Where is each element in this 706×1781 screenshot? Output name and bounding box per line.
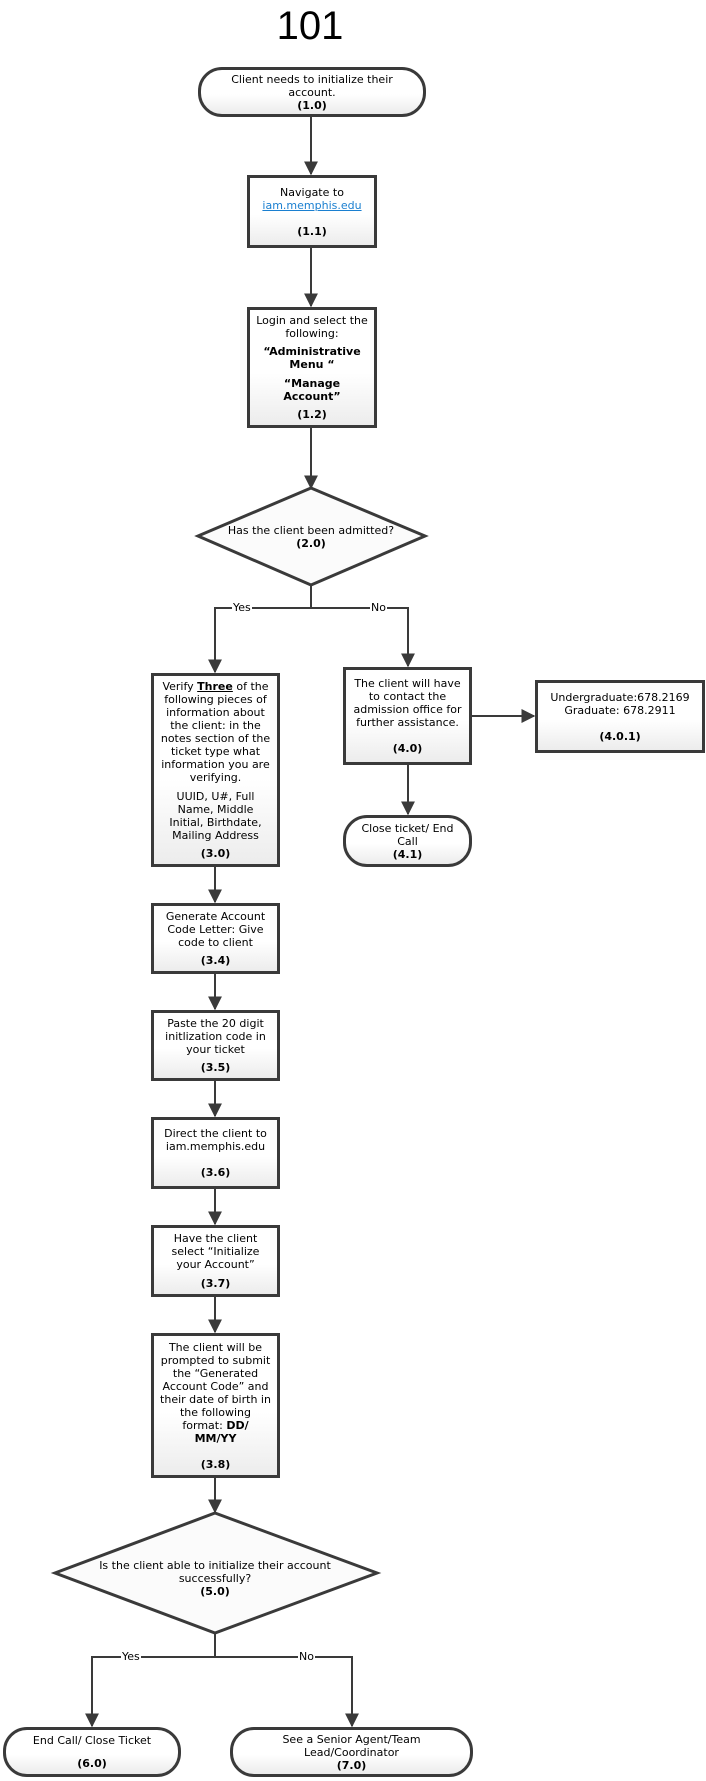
process-node-3-7: Have the client select “Initialize your … [151, 1225, 280, 1297]
process-node-3-6: Direct the client to iam.memphis.edu (3.… [151, 1117, 280, 1189]
decision-node-5-0: Is the client able to initialize their a… [95, 1548, 335, 1608]
node-id: (4.1) [392, 847, 423, 861]
process-node-3-8: The client will be prompted to submit th… [151, 1333, 280, 1478]
node-text: of the following pieces of information a… [160, 680, 271, 784]
node-id: (1.1) [297, 224, 327, 238]
process-node-1-2: Login and select the following: “Adminis… [247, 307, 377, 428]
node-id: (3.6) [200, 1166, 231, 1179]
node-text: Close ticket/ End Call [361, 821, 454, 848]
node-id: (2.0) [296, 537, 326, 550]
diagram-title: 101 [276, 4, 344, 48]
node-id: (7.0) [336, 1758, 367, 1772]
node-id: (3.4) [200, 954, 231, 967]
emphasis-three: Three [197, 680, 233, 693]
end-node-6-0: End Call/ Close Ticket (6.0) [3, 1727, 181, 1777]
node-text: Navigate to [280, 185, 344, 199]
node-id: (1.0) [297, 98, 327, 112]
process-node-3-5: Paste the 20 digit initlization code in … [151, 1010, 280, 1081]
node-id: (6.0) [77, 1757, 107, 1770]
node-text: Client needs to initialize their account… [231, 72, 393, 99]
node-text: The client will have to contact the admi… [353, 677, 462, 729]
node-text: Login and select the following: [256, 314, 368, 340]
node-text: Generate Account Code Letter: Give code … [165, 910, 266, 949]
node-text: The client will be prompted to submit th… [160, 1340, 271, 1432]
iam-memphis-link[interactable]: iam.memphis.edu [262, 198, 362, 212]
process-node-3-4: Generate Account Code Letter: Give code … [151, 903, 280, 974]
process-node-3-0: Verify Three of the following pieces of … [151, 673, 280, 867]
process-node-4-0: The client will have to contact the admi… [343, 667, 472, 765]
node-id: (3.8) [200, 1457, 231, 1471]
prompt-instructions: The client will be prompted to submit th… [160, 1341, 271, 1445]
verify-instructions: Verify Three of the following pieces of … [160, 680, 271, 784]
node-text: Have the client select “Initialize your … [171, 1232, 260, 1271]
undergraduate-phone: Undergraduate:678.2169 [550, 690, 690, 704]
process-node-4-0-1: Undergraduate:678.2169 Graduate: 678.291… [535, 680, 705, 753]
node-text: Has the client been admitted? [227, 524, 395, 537]
yes-label-5-0: Yes [121, 1650, 141, 1663]
node-id: (3.5) [200, 1061, 231, 1074]
connector-2-0-no [311, 607, 415, 668]
node-id: (3.0) [200, 847, 231, 860]
no-label-5-0: No [298, 1650, 315, 1663]
node-text: Paste the 20 digit initlization code in … [165, 1017, 266, 1056]
node-text: Is the client able to initialize their a… [99, 1558, 331, 1585]
node-id: (5.0) [200, 1584, 230, 1598]
no-label-2-0: No [370, 601, 387, 614]
decision-2-0-shape [194, 486, 429, 587]
process-node-1-1: Navigate to iam.memphis.edu (1.1) [247, 175, 377, 248]
decision-node-2-0: Has the client been admitted? (2.0) [218, 515, 404, 559]
node-text: Verify [162, 680, 198, 693]
node-id: (4.0.1) [599, 729, 641, 743]
connector-5-0-no [215, 1656, 359, 1728]
node-id: (4.0) [392, 742, 423, 755]
graduate-phone: Graduate: 678.2911 [564, 703, 676, 717]
menu-item-administrative: “Administrative Menu “ [263, 345, 361, 372]
connector-5-0-yes [85, 1633, 216, 1728]
end-node-7-0: See a Senior Agent/Team Lead/Coordinator… [230, 1727, 473, 1777]
node-id: (3.7) [200, 1277, 231, 1290]
end-node-4-1: Close ticket/ End Call (4.1) [343, 815, 472, 867]
verification-list: UUID, U#, Full Name, Middle Initial, Bir… [169, 789, 262, 842]
yes-label-2-0: Yes [232, 601, 252, 614]
start-node-1-0: Client needs to initialize their account… [198, 67, 426, 117]
date-format: DD/ MM/YY [194, 1418, 249, 1445]
node-id: (1.2) [297, 407, 327, 421]
menu-item-manage-account: “Manage Account” [283, 376, 341, 403]
node-text: See a Senior Agent/Team Lead/Coordinator [282, 1732, 421, 1759]
decision-5-0-shape [50, 1511, 382, 1635]
connector-2-0-yes [208, 585, 312, 674]
node-text: End Call/ Close Ticket [32, 1734, 152, 1747]
node-text: Direct the client to iam.memphis.edu [164, 1127, 267, 1153]
